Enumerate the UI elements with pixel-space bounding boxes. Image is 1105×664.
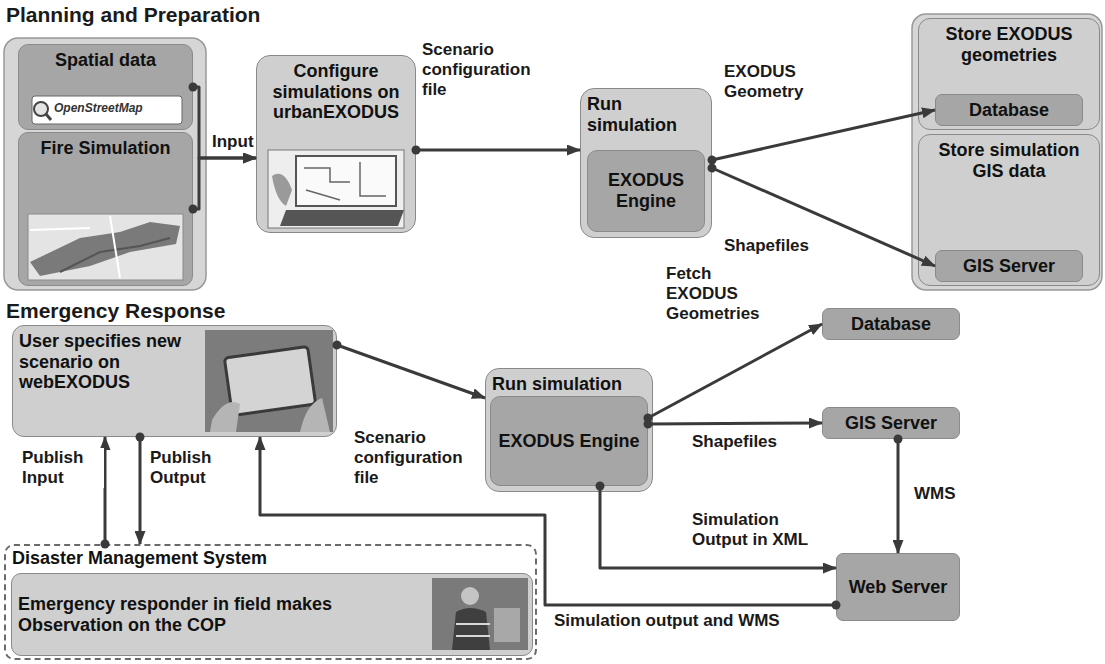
box-text: EXODUS Engine (497, 431, 641, 452)
input-group (4, 38, 206, 290)
process-box: Run simulationEXODUS Engine (485, 368, 653, 492)
server-box: GIS Server (935, 250, 1083, 282)
process-box: Configure simulations on urbanEXODUS (256, 55, 416, 233)
box-text: Database (942, 100, 1076, 121)
connector-arrow (416, 149, 580, 152)
tablet-device (224, 346, 315, 415)
hi-vis-stripes (456, 624, 490, 636)
hands (210, 398, 330, 432)
edge-label: Simulation Output in XML (690, 510, 826, 550)
section-title: Planning and Preparation (6, 3, 260, 28)
server-box: Web Server (836, 553, 960, 621)
box-text: Run simulation (587, 94, 705, 135)
connector-arrow (648, 423, 822, 424)
engine-box: EXODUS Engine (490, 396, 648, 486)
box-text: User specifies new scenario on webEXODUS (19, 331, 197, 393)
edge-label: WMS (912, 484, 958, 504)
section-title: Emergency Response (6, 299, 225, 324)
screen-sketch (304, 162, 386, 200)
user-box: User specifies new scenario on webEXODUS (12, 325, 337, 437)
connector-arrow (648, 324, 822, 418)
box-text: GIS Server (829, 413, 953, 434)
responder-head (461, 587, 479, 605)
edge-label: Input (210, 132, 256, 152)
box-text: Disaster Management System (12, 548, 267, 569)
edge-label: Simulation output and WMS (552, 611, 782, 631)
tablet-photo (205, 330, 333, 432)
storage-group (912, 14, 1102, 290)
osm-magnifier (34, 102, 48, 116)
input-box: Fire Simulation (18, 132, 193, 286)
edge-label: Publish Input (20, 448, 104, 488)
edge-label: Publish Output (148, 448, 232, 488)
connector-arrow (712, 110, 935, 160)
connector-arrow (260, 437, 836, 605)
edge-label: Shapefiles (722, 236, 811, 256)
server-box: GIS Server (822, 407, 960, 439)
osm-logo-frame (32, 96, 182, 124)
edge-label: EXODUS Geometry (722, 62, 836, 102)
system-frame: Disaster Management SystemEmergency resp… (4, 544, 537, 660)
connector-arrow (897, 439, 900, 553)
laptop-screen (296, 156, 396, 206)
box-text: Store EXODUS geometries (925, 24, 1093, 65)
connector-arrow (193, 87, 256, 158)
hand (272, 174, 292, 206)
box-text: Run simulation (492, 374, 622, 395)
equipment (494, 608, 520, 642)
observer-box: Emergency responder in field makes Obser… (11, 573, 533, 656)
database-box: Database (935, 94, 1083, 126)
edge-label: Shapefiles (690, 432, 779, 452)
box-text: EXODUS Engine (594, 170, 698, 211)
responder-body (452, 608, 490, 650)
connector-arrow (600, 486, 836, 568)
fire-map-image (28, 214, 183, 280)
box-text: Spatial data (25, 50, 186, 71)
process-box: Run simulationEXODUS Engine (580, 88, 712, 238)
edge-label: Scenario configuration file (352, 428, 481, 488)
fire-front (60, 238, 170, 272)
database-box: Database (822, 308, 960, 340)
storage-box: Store EXODUS geometriesDatabase (918, 18, 1100, 130)
input-box: Spatial data (18, 44, 193, 130)
logo-text: OpenStreetMap (54, 101, 143, 115)
map-road (30, 216, 120, 278)
connector-arrow (139, 437, 142, 544)
box-text: Database (829, 314, 953, 335)
fire-plume (30, 222, 180, 276)
box-text: Web Server (843, 577, 953, 598)
osm-magnifier-handle (46, 114, 51, 120)
storage-box: Store simulation GIS dataGIS Server (918, 134, 1100, 286)
box-text: Fire Simulation (25, 138, 186, 159)
edge-label: Fetch EXODUS Geometries (664, 264, 778, 324)
connector-arrow (337, 345, 485, 398)
box-text: Store simulation GIS data (925, 140, 1093, 181)
edge-label: Scenario configuration file (420, 40, 554, 100)
laptop-photo (268, 150, 404, 228)
laptop-keyboard (280, 210, 404, 226)
box-text: GIS Server (942, 256, 1076, 277)
responder-photo (432, 578, 528, 650)
connector-arrow (712, 168, 935, 266)
box-text: Emergency responder in field makes Obser… (18, 594, 428, 635)
connector-arrow (193, 158, 256, 209)
box-text: Configure simulations on urbanEXODUS (263, 61, 409, 123)
engine-box: EXODUS Engine (587, 150, 705, 232)
